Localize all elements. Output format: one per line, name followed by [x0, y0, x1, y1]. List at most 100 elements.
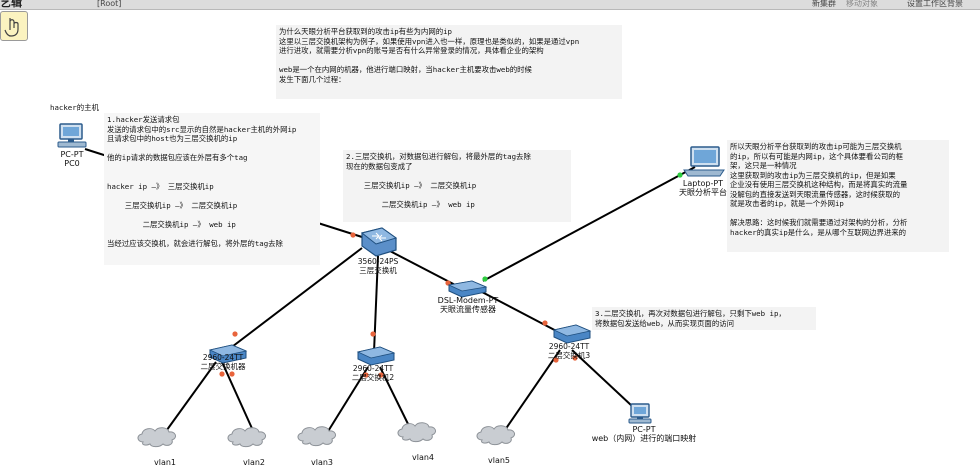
- note-line: 三层交换机ip —》 二层交换机ip: [346, 180, 477, 190]
- port-light: [482, 276, 488, 282]
- modem-label: DSL-Modem-PT 天眼流量传感器: [430, 296, 506, 314]
- link-sw2-vlan4[interactable]: [379, 366, 411, 429]
- note-line: 1.hacker发送请求包: [107, 115, 180, 124]
- device-name: 二层交换机2: [351, 372, 395, 382]
- screen-icon: [63, 127, 79, 136]
- vlan4-label: vlan4: [411, 453, 435, 462]
- note-line: 的ip，所以有可能是内网ip，这个具体要看公司的框: [730, 151, 904, 161]
- dsl-modem-device[interactable]: [447, 280, 488, 298]
- device-model: 2960-24TT: [202, 353, 244, 362]
- note-line: 企业没有使用三层交换机这种结构，而是将真实的流量: [730, 180, 908, 189]
- sw2-label: 2960-24TT 二层交换机2: [343, 364, 403, 382]
- note-line: [730, 209, 946, 219]
- device-name: 二层交换机3: [547, 350, 591, 360]
- hacker-host-title: hacker的主机: [50, 103, 99, 112]
- laptop-device[interactable]: [683, 146, 725, 177]
- note-line: [279, 56, 619, 66]
- sw3-device[interactable]: [552, 324, 592, 344]
- sw3-label: 2960-24TT 二层交换机3: [539, 342, 599, 360]
- step2-note: 2.三层交换机，对数据包进行解包，将最外层的tag去除 现在的数据包变成了 三层…: [343, 150, 571, 222]
- device-name: PC0: [64, 158, 80, 168]
- note-line: 且请求包中的host也为三层交换机的ip: [107, 134, 238, 143]
- vlan-clouds: [137, 422, 516, 448]
- link-sw1-vlan2[interactable]: [221, 361, 256, 436]
- note-line: 三层交换机ip —》 二层交换机ip: [107, 200, 238, 210]
- note-line: 进行进攻，就需要分析vpn的账号是否有什么异常登录的情况，具体看企业的架构: [279, 46, 544, 55]
- note-line: 二层交换机ip —》 web ip: [107, 219, 236, 229]
- note-line: 为什么天眼分析平台获取到的攻击ip有些为内网的ip: [279, 27, 453, 36]
- l3-switch-device[interactable]: [360, 227, 398, 257]
- note-line: [107, 229, 317, 239]
- port-light: [553, 357, 559, 363]
- note-line: 2.三层交换机，对数据包进行解包，将最外层的tag去除: [346, 152, 531, 161]
- note-line: 这里获取到的攻击ip为三层交换机的ip，但是如果: [730, 170, 896, 180]
- port-light: [363, 372, 369, 378]
- step1-note: 1.hacker发送请求包 发送的请求包中的src显示的自然是hacker主机的…: [104, 113, 320, 265]
- set-background-button[interactable]: 设置工作区背景: [907, 0, 963, 8]
- vlan1-cloud-icon[interactable]: [137, 427, 177, 448]
- link-modem-laptop[interactable]: [482, 166, 696, 282]
- vlan3-label: vlan3: [310, 458, 334, 467]
- device-model: 2960-24TT: [548, 342, 590, 351]
- note-line: 将数据包发送给web，从而实现页面的访问: [595, 318, 734, 328]
- sw2-device[interactable]: [356, 346, 396, 366]
- device-name: 天眼分析平台: [679, 187, 727, 197]
- port-light: [445, 280, 451, 286]
- root-path-label[interactable]: [Root]: [97, 0, 122, 8]
- note-line: [346, 171, 568, 181]
- note-line: 现在的数据包变成了: [346, 161, 413, 171]
- device-model: Laptop-PT: [682, 179, 724, 188]
- note-line: 这里以三层交换机架构为例子，如果使用vpn进入也一样，原理也是类似的，如果是通过…: [279, 36, 580, 46]
- link-sw3-web[interactable]: [571, 349, 633, 407]
- workspace-topbar: 艺辑 [Root] 新集群 移动对象 设置工作区背景: [0, 0, 980, 10]
- note-line: 二层交换机ip —》 web ip: [346, 199, 475, 209]
- note-line: [107, 163, 317, 173]
- laptop-label: Laptop-PT 天眼分析平台: [668, 179, 738, 197]
- port-light: [350, 232, 356, 238]
- vlan1-label: vlan1: [153, 458, 177, 467]
- note-line: 他的ip请求的数据包应该在外层有多个tag: [107, 153, 248, 162]
- move-object-button[interactable]: 移动对象: [846, 0, 878, 8]
- port-light: [677, 172, 683, 178]
- link-modem-sw3[interactable]: [481, 291, 567, 337]
- l3switch-label: 3560-24PS 三层交换机: [348, 257, 408, 275]
- note-line: 发生下面几个过程：: [279, 74, 346, 84]
- port-light: [370, 331, 376, 337]
- link-sw2-vlan3[interactable]: [326, 366, 369, 434]
- vlan5-cloud-icon[interactable]: [476, 425, 516, 446]
- device-name: 二层交换机器: [200, 361, 246, 371]
- port-light: [542, 320, 548, 326]
- pointer-tool-icon[interactable]: [0, 11, 28, 41]
- app-title: 艺辑: [0, 0, 22, 9]
- link-sw1-vlan1[interactable]: [163, 361, 217, 435]
- link-l3-sw2[interactable]: [373, 255, 379, 353]
- sw1-label: 2960-24TT 二层交换机器: [193, 353, 253, 371]
- vlan2-label: vlan2: [242, 458, 266, 467]
- note-line: hacker的真实ip是什么，是从哪个互联网边界进来的: [730, 227, 907, 237]
- note-line: 没解包的直接发送到天眼流量传感器，这时候获取的: [730, 189, 900, 199]
- link-sw3-vlan5[interactable]: [504, 349, 561, 431]
- intro-note: 为什么天眼分析平台获取到的攻击ip有些为内网的ip 这里以三层交换机架构为例子，…: [276, 25, 622, 99]
- analysis-note: 所以天眼分析平台获取到的攻击ip可能为三层交换机 的ip，所以有可能是内网ip，…: [727, 140, 949, 252]
- note-line: [107, 172, 317, 182]
- sw1-device[interactable]: [208, 344, 248, 364]
- port-light: [232, 331, 238, 337]
- note-line: [107, 144, 317, 154]
- vlan4-cloud-icon[interactable]: [397, 422, 437, 443]
- device-model: 3560-24PS: [357, 257, 399, 266]
- note-line: 架，这只是一种情况: [730, 161, 797, 170]
- port-light: [572, 355, 578, 361]
- vlan2-cloud-icon[interactable]: [227, 427, 267, 448]
- note-line: web是一个在内网的机器，他进行端口映射，当hacker主机要攻击web的时候: [279, 65, 532, 74]
- pc0-device[interactable]: [57, 123, 87, 148]
- port-status-lights: [219, 172, 683, 378]
- note-line: 发送的请求包中的src显示的自然是hacker主机的外网ip: [107, 124, 297, 134]
- note-line: 就是攻击者的ip，就是一个外网ip: [730, 199, 844, 208]
- device-model: DSL-Modem-PT: [437, 296, 499, 305]
- new-cluster-button[interactable]: 新集群: [812, 0, 836, 8]
- link-l3-sw1[interactable]: [219, 247, 363, 357]
- port-light: [378, 372, 384, 378]
- note-line: 解决思路：这时候我们就需要通过对架构的分析，分析: [730, 218, 908, 227]
- vlan3-cloud-icon[interactable]: [297, 426, 337, 447]
- web-pc-device[interactable]: [628, 403, 652, 424]
